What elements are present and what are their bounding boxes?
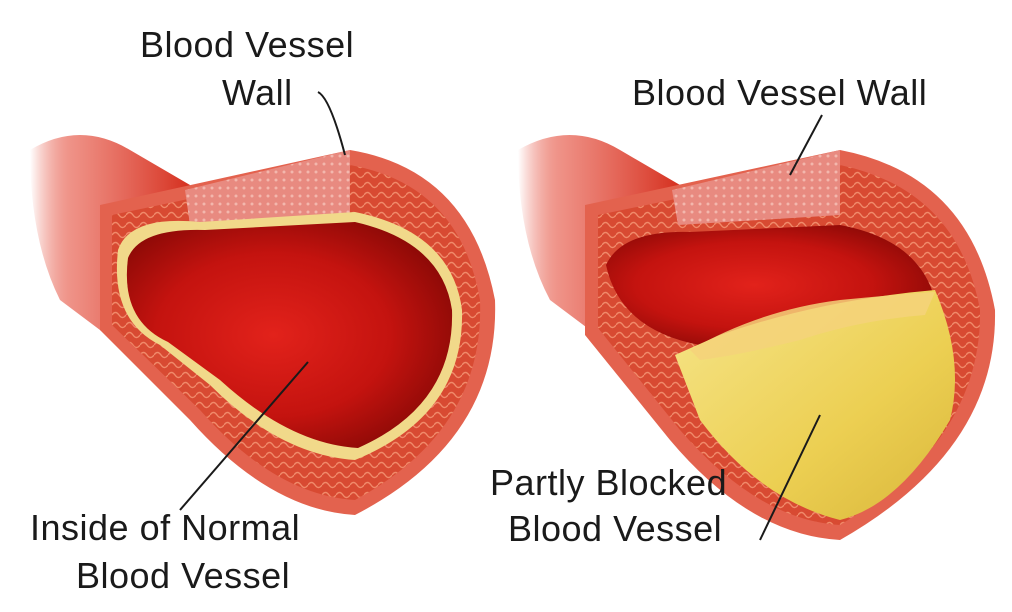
- right-wall-label: Blood Vessel Wall: [632, 70, 927, 116]
- left-wall-leader: [318, 92, 345, 155]
- left-inside-label-line1: Inside of Normal: [30, 505, 300, 551]
- right-blocked-label-line1: Partly Blocked: [490, 460, 727, 506]
- right-blocked-label-line2: Blood Vessel: [508, 506, 722, 552]
- normal-vessel-illustration: [30, 135, 495, 515]
- blocked-vessel-cut-face: [672, 150, 840, 225]
- normal-vessel-lumen: [127, 222, 452, 448]
- left-wall-label-line2: Wall: [222, 70, 293, 116]
- normal-vessel-cut-face: [185, 150, 350, 225]
- left-wall-label-line1: Blood Vessel: [140, 22, 354, 68]
- left-inside-label-line2: Blood Vessel: [76, 553, 290, 599]
